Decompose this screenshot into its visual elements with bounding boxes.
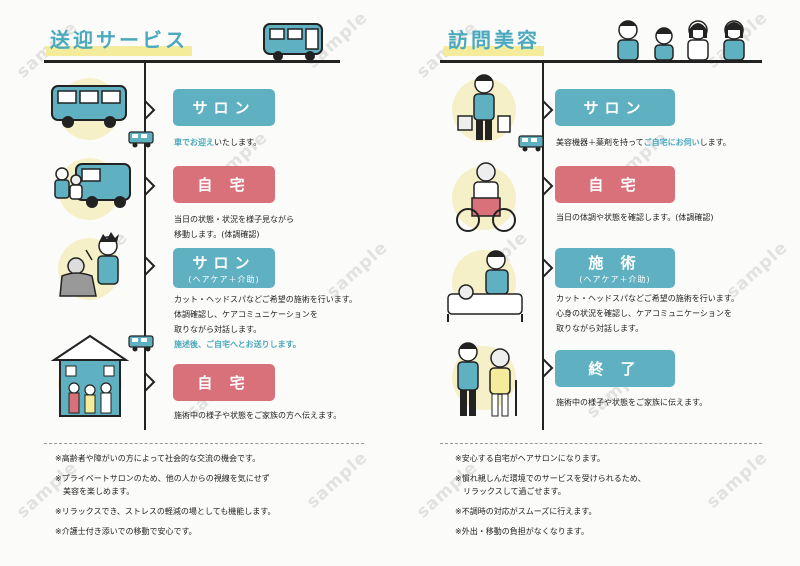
van-illustration	[51, 85, 127, 128]
timeline-notch	[144, 100, 156, 120]
step-desc: 当日の体調や状態を確認します。(体調確認)	[556, 213, 714, 222]
title-rule	[440, 60, 762, 63]
timeline-notch	[542, 258, 554, 278]
title-rule	[44, 60, 340, 63]
note-item: ※外出・移動の負担がなくなります。	[455, 527, 589, 536]
step-salon-pickup: サロン	[173, 89, 275, 126]
step-salon-visit: サロン	[555, 89, 675, 126]
step-desc: 施術中の様子や状態をご家族に伝えます。	[556, 398, 708, 407]
step-treatment: 施 術 (ヘアケア＋介助)	[555, 248, 675, 288]
stylist-elder-illustration	[457, 342, 517, 417]
step-desc: 美容機器＋薬剤を持ってご自宅にお伺いします。	[556, 138, 731, 147]
timeline-line	[144, 63, 146, 430]
timeline-notch	[542, 176, 554, 196]
family-title-illustration	[617, 20, 745, 61]
step-finish: 終 了	[555, 350, 675, 387]
watermark-text: sample	[302, 447, 372, 513]
notes-right: ※安心する自宅がヘアサロンになります。 ※慣れ親しんだ環境でのサービスを受けられ…	[455, 452, 646, 545]
notes-left: ※高齢者や障がいの方によって社会的な交流の機会です。 ※プライベートサロンのため…	[55, 452, 275, 545]
stylist-bags-illustration	[457, 74, 511, 140]
note-item: ※高齢者や障がいの方によって社会的な交流の機会です。	[55, 454, 261, 463]
note-item: ※慣れ親しんだ環境でのサービスを受けられるため、 リラックスして過ごせます。	[455, 474, 646, 496]
note-item: ※不調時の対応がスムーズに行えます。	[455, 507, 597, 516]
step-desc: 当日の状態・状況を様子見ながら 移動します。(体調確認)	[174, 215, 294, 239]
small-van-icon	[518, 135, 544, 152]
divider	[44, 443, 364, 444]
page-title-right: 訪問美容	[444, 24, 544, 56]
watermark-text: sample	[702, 447, 772, 513]
step-home: 自 宅	[555, 166, 675, 203]
timeline-notch	[144, 256, 156, 276]
timeline-line	[542, 63, 544, 430]
timeline-notch	[542, 100, 554, 120]
step-salon-care: サロン (ヘアケア＋介助)	[173, 248, 275, 288]
van-title-illustration	[263, 23, 323, 61]
divider	[440, 443, 762, 444]
page-title-left: 送迎サービス	[46, 24, 192, 56]
note-item: ※リラックスでき、ストレスの軽減の場としても機能します。	[55, 507, 276, 516]
step-desc: カット・ヘッドスパなどご希望の施術を行います。 体調確認し、ケアコミュニケーショ…	[174, 295, 357, 349]
timeline-notch	[144, 372, 156, 392]
step-home: 自 宅	[173, 166, 275, 203]
right-page: samplesamplesamplesamplesamplesamplesamp…	[400, 0, 800, 566]
bedside-care-illustration	[447, 250, 523, 322]
note-item: ※介護士付き添いでの移動で安心です。	[55, 527, 197, 536]
family-house-illustration	[50, 334, 130, 417]
small-van-icon	[128, 131, 154, 148]
caregiver-van-illustration	[54, 163, 131, 208]
left-page: samplesamplesamplesamplesamplesamplesamp…	[12, 0, 401, 566]
step-home-return: 自 宅	[173, 364, 275, 401]
timeline-notch	[542, 358, 554, 378]
step-desc: 施術中の様子や状態をご家族の方へ伝えます。	[174, 411, 342, 420]
step-desc: 車でお迎えいたします。	[174, 138, 262, 147]
timeline-notch	[144, 176, 156, 196]
note-item: ※安心する自宅がヘアサロンになります。	[455, 454, 605, 463]
step-desc: カット・ヘッドスパなどご希望の施術を行います。 心身の状況を確認し、ケアコミュニ…	[556, 294, 739, 333]
haircut-illustration	[59, 232, 119, 297]
note-item: ※プライベートサロンのため、他の人からの視線を気にせず 美容を楽しめます。	[55, 474, 270, 496]
small-van-icon	[128, 335, 154, 352]
wheelchair-illustration	[456, 162, 516, 232]
